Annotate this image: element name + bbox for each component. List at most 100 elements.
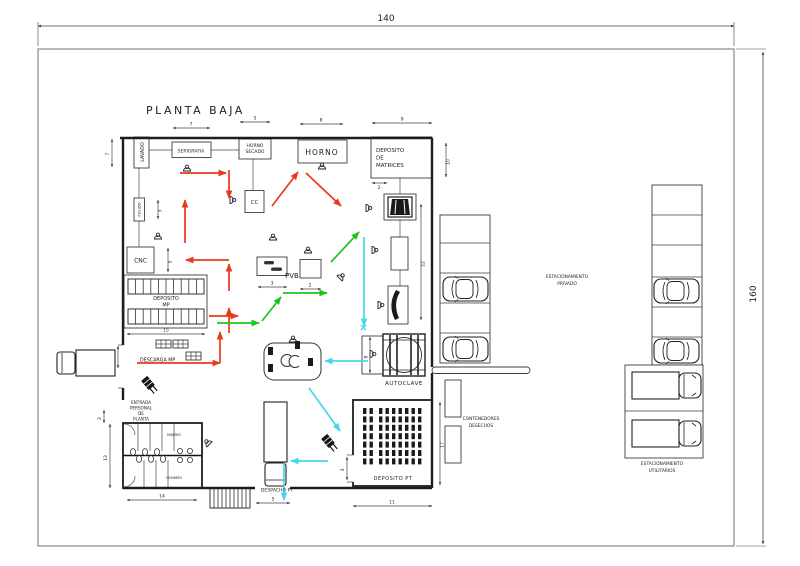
- entrada-line3-label: DE: [138, 411, 144, 416]
- truck-descarga-icon: [56, 349, 116, 377]
- room-horno-secado-line2-label: SECADO: [246, 149, 265, 155]
- dimension-value: 11: [389, 500, 395, 506]
- room-deposito-matrices-line3-label: MATRICES: [376, 163, 404, 169]
- worker-serigrafia-icon: [182, 164, 192, 172]
- forklift-despacho-icon: [321, 434, 338, 452]
- dimension-value: 5: [272, 497, 275, 503]
- dimension: 9: [371, 117, 433, 125]
- room-deposito-matrices-box: [370, 136, 433, 179]
- dimension: 5: [166, 247, 174, 273]
- dimension: 7: [172, 122, 211, 130]
- autoclave-machine: [360, 324, 426, 377]
- flow-red-from-horno: [305, 172, 342, 207]
- dimension-value: 10: [446, 159, 452, 165]
- worker-press-icon: [365, 203, 373, 213]
- estacionamiento-privado-line2-label: PRIVADO: [557, 281, 577, 287]
- room-deposito-mp-line1-label: DEPOSITO: [153, 296, 179, 302]
- worker-assembly-2-icon: [377, 300, 385, 310]
- room-cc-box: [244, 190, 265, 213]
- bath-mujeres-label: MUJERES: [167, 433, 181, 437]
- car-privado-1-icon: [442, 275, 489, 303]
- flow-red-to-horno: [271, 171, 299, 207]
- car-privado-2-icon: [442, 335, 489, 363]
- worker-pvb-2-icon: [303, 246, 313, 254]
- entrada-line1-label: ENTRADA: [131, 400, 151, 405]
- dimension: 3: [156, 199, 164, 220]
- dimension-value: 8: [320, 118, 323, 124]
- area-pvb-label: PVB: [285, 272, 299, 280]
- worker-pvb-1-icon: [268, 233, 278, 241]
- estacionamiento-privado-line1-label: ESTACIONAMIENTO: [546, 274, 589, 280]
- room-pulido-label: PULIDO: [137, 202, 142, 216]
- room-deposito-matrices-line1-label: DEPOSITO: [376, 148, 405, 154]
- dimension-value: 2: [378, 185, 381, 191]
- deposito-mp-rack-bottom: [127, 308, 205, 325]
- room-horno-secado-line1-label: HORNO: [247, 143, 264, 149]
- room-deposito-matrices-line2-label: DE: [376, 156, 384, 162]
- bathroom-block: [122, 422, 203, 489]
- dimension-value: 3: [271, 281, 274, 287]
- dimension: 2: [371, 181, 388, 191]
- entrada-line4-label: PLANTA: [133, 417, 149, 422]
- room-cnc-label: CNC: [134, 258, 147, 265]
- worker-table-icon: [288, 335, 298, 343]
- pallet-1-icon: [155, 339, 172, 349]
- dimension: 22: [419, 203, 427, 321]
- dimension: 14: [126, 494, 198, 502]
- sheet-height-dim-label: 160: [749, 285, 759, 302]
- flow-green-4: [330, 231, 360, 263]
- estacionamiento-utilitarios-line2-label: UTILITARIOS: [649, 468, 676, 474]
- room-horno-secado-box: [238, 138, 272, 160]
- forklift-descarga-icon: [141, 376, 158, 394]
- lamination-table: [263, 341, 322, 381]
- worker-assembly-1-icon: [371, 245, 379, 255]
- dimension-value: 13: [103, 455, 109, 461]
- flow-descarga-mp-label: DESCARGA MP: [140, 358, 175, 364]
- estacionamiento-utilitarios-line1-label: ESTACIONAMIENTO: [641, 461, 684, 467]
- press-machine-detail: [387, 196, 413, 218]
- dimension: 5: [239, 116, 271, 124]
- deposito-mp-rack-top: [127, 278, 205, 295]
- dimension-value: 5: [254, 116, 257, 122]
- room-deposito-pt-label: DEPOSITO PT: [374, 476, 413, 482]
- room-pulido-box: [133, 197, 145, 222]
- room-cnc-box: [126, 246, 155, 274]
- pallet-2-icon: [172, 339, 189, 349]
- dimension-value: 2: [97, 417, 103, 420]
- entrada-line2-label: PERSONAL: [130, 406, 153, 411]
- room-deposito-mp-line2-label: MP: [162, 303, 169, 309]
- dimension: 3: [257, 281, 288, 289]
- room-autoclave-label: AUTOCLAVE: [385, 381, 423, 387]
- worker-cnc-icon: [153, 232, 163, 240]
- worker-autoclave-icon: [369, 349, 377, 359]
- room-serigrafia-label: SERIGRAFIA: [178, 149, 206, 155]
- waste-bin-1: [444, 379, 462, 418]
- room-horno-label: HORNO: [305, 148, 338, 157]
- dimension-value: 2: [309, 283, 312, 289]
- dimension: 13: [103, 423, 112, 489]
- sheet-width-dim-label: 140: [377, 14, 394, 24]
- dimension: 2: [97, 409, 106, 424]
- worker-line-1-icon: [336, 273, 345, 282]
- assembly-mid-box: [390, 236, 409, 271]
- car-right-1-icon: [653, 277, 700, 305]
- dimension: 2: [299, 283, 322, 291]
- worker-entrance-icon: [204, 439, 213, 448]
- dimension-value: 8: [364, 355, 370, 358]
- room-despacho-pt-label: DESPACHO PT: [261, 488, 293, 494]
- flow-green-2: [261, 296, 282, 322]
- waste-bin-2: [444, 425, 462, 464]
- dimension-value: 7: [105, 152, 111, 155]
- car-right-2-icon: [653, 337, 700, 365]
- truck-despacho-icon: [263, 401, 288, 487]
- dimension-value: 5: [168, 260, 174, 263]
- dimension: 10: [444, 142, 452, 178]
- worker-horno-icon: [317, 162, 327, 170]
- dimension: 7: [105, 138, 114, 168]
- windshield-item: [391, 290, 400, 320]
- room-serigrafia-box: [171, 141, 212, 158]
- dimension: 5: [255, 497, 291, 505]
- flow-cyan-to-deppt: [308, 387, 341, 432]
- room-cc-label: CC: [251, 200, 259, 206]
